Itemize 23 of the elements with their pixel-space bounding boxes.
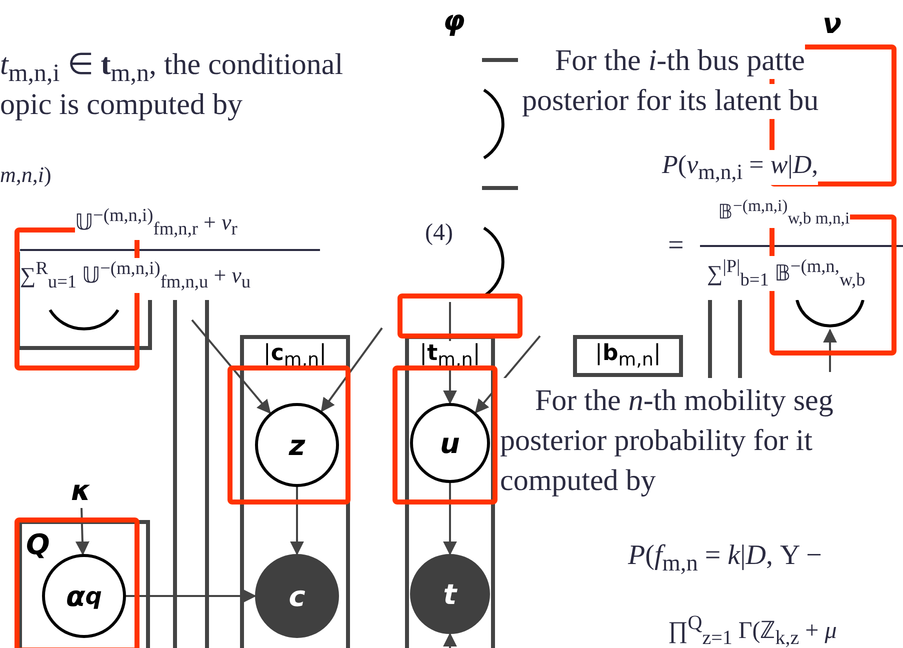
- parameter-symbol: ν: [816, 8, 848, 38]
- arrow: [443, 632, 457, 648]
- equation-fragment: P(v$_{m,n,i}$ = w|D,: [662, 150, 818, 186]
- arrow: [75, 508, 90, 556]
- arrow: [443, 483, 457, 556]
- arrow: [126, 589, 256, 603]
- variable-circle: u: [410, 403, 490, 483]
- observed-variable-circle: t: [410, 554, 490, 634]
- parameter-symbol: φ: [436, 0, 472, 40]
- arrow: [823, 328, 837, 372]
- equation-fragment: 𝕌$^{−(m,n,i)}$$_{fm,n,r}$ + ν$_{r}$: [75, 205, 238, 240]
- equation-fragment: (4): [425, 220, 453, 248]
- plate: [240, 335, 350, 648]
- paper-text-fragment: For the i-th bus patte: [555, 44, 805, 78]
- parameter-symbol: κ: [66, 472, 96, 508]
- equation-fragment: ∑$^{R}$$_{u=1}$ 𝕌$^{−(m,n,i)}$$_{fm,n,u}$ + ν$_{u}$: [20, 258, 251, 293]
- arrow: [320, 327, 383, 412]
- observed-variable-circle: c: [255, 554, 339, 638]
- arrow: [191, 319, 271, 414]
- variable-circle: z: [255, 403, 339, 487]
- paper-text-fragment: posterior for its latent bu: [522, 84, 819, 118]
- plate-label: |b$_{m,n}$|: [595, 341, 661, 370]
- arrow: [290, 487, 304, 556]
